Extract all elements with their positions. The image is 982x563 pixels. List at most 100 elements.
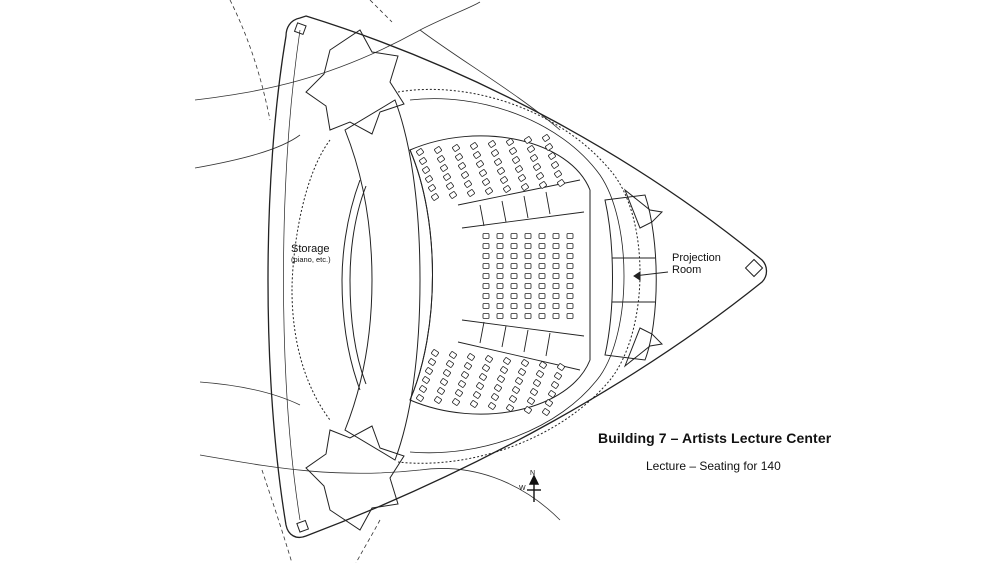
seat <box>461 371 469 379</box>
seat <box>455 389 463 397</box>
seat <box>510 253 518 259</box>
seat <box>476 160 484 168</box>
storage-label: Storage (piano, etc.) <box>291 243 331 264</box>
north-arrow <box>527 474 541 502</box>
seat <box>566 293 574 299</box>
seat <box>566 253 574 259</box>
seat <box>533 379 541 387</box>
seat <box>503 357 511 365</box>
seat <box>557 363 565 371</box>
seat <box>496 303 504 309</box>
seat <box>476 382 484 390</box>
seat <box>496 293 504 299</box>
seat <box>434 396 442 404</box>
seat <box>482 313 490 319</box>
north-entry <box>305 29 405 135</box>
seat <box>437 155 445 163</box>
seat <box>458 380 466 388</box>
seat <box>496 273 504 279</box>
seat <box>533 163 541 171</box>
seat <box>538 243 546 249</box>
seat <box>496 243 504 249</box>
seat <box>485 187 493 195</box>
seat <box>431 349 439 357</box>
seat <box>538 293 546 299</box>
seat <box>452 398 460 406</box>
seat <box>482 233 490 239</box>
seat <box>428 358 436 366</box>
seat <box>425 367 433 375</box>
seat <box>496 233 504 239</box>
projection-room <box>604 194 657 361</box>
seat <box>552 233 560 239</box>
seat <box>548 152 556 160</box>
seat <box>434 146 442 154</box>
seat <box>496 263 504 269</box>
seat <box>482 303 490 309</box>
seat <box>518 368 526 376</box>
storage-wall <box>291 139 331 421</box>
seat <box>446 182 454 190</box>
site-contours <box>194 0 561 563</box>
seat <box>473 391 481 399</box>
seat <box>473 151 481 159</box>
seat <box>515 165 523 173</box>
seat <box>538 233 546 239</box>
seat <box>524 273 532 279</box>
seat <box>545 399 553 407</box>
seat <box>521 359 529 367</box>
aisles <box>457 179 585 371</box>
storage-partition <box>341 179 361 391</box>
seat <box>542 408 550 416</box>
seat <box>482 283 490 289</box>
seat <box>552 293 560 299</box>
seat <box>443 173 451 181</box>
outer-shell <box>267 15 768 539</box>
seat <box>524 263 532 269</box>
seat <box>461 171 469 179</box>
seat <box>449 191 457 199</box>
seat <box>467 189 475 197</box>
seat <box>554 170 562 178</box>
seat <box>538 263 546 269</box>
seat <box>538 303 546 309</box>
seat <box>538 253 546 259</box>
seat <box>552 253 560 259</box>
seat <box>554 372 562 380</box>
seat <box>524 136 532 144</box>
seat <box>557 179 565 187</box>
seat <box>510 273 518 279</box>
seat <box>551 381 559 389</box>
seat <box>538 313 546 319</box>
lobby <box>344 99 421 461</box>
seat <box>552 243 560 249</box>
seat <box>510 283 518 289</box>
storage-title: Storage <box>291 243 330 255</box>
seat <box>458 162 466 170</box>
seat <box>482 243 490 249</box>
seat <box>538 273 546 279</box>
seat <box>443 369 451 377</box>
seat <box>464 362 472 370</box>
seat <box>536 172 544 180</box>
seat <box>479 169 487 177</box>
seat <box>530 388 538 396</box>
stage-curve <box>409 149 433 401</box>
seat <box>431 193 439 201</box>
seat <box>552 263 560 269</box>
projection-room-label: Projection Room <box>672 252 721 276</box>
seat <box>524 293 532 299</box>
seat <box>485 355 493 363</box>
seat <box>482 273 490 279</box>
seat <box>494 384 502 392</box>
seat <box>539 181 547 189</box>
seat <box>497 167 505 175</box>
compass-north-label: N <box>530 470 536 477</box>
seat <box>506 138 514 146</box>
seat <box>552 313 560 319</box>
seating-rows <box>416 134 574 416</box>
seat <box>509 395 517 403</box>
plan-title: Building 7 – Artists Lecture Center <box>598 430 832 446</box>
seat <box>552 303 560 309</box>
